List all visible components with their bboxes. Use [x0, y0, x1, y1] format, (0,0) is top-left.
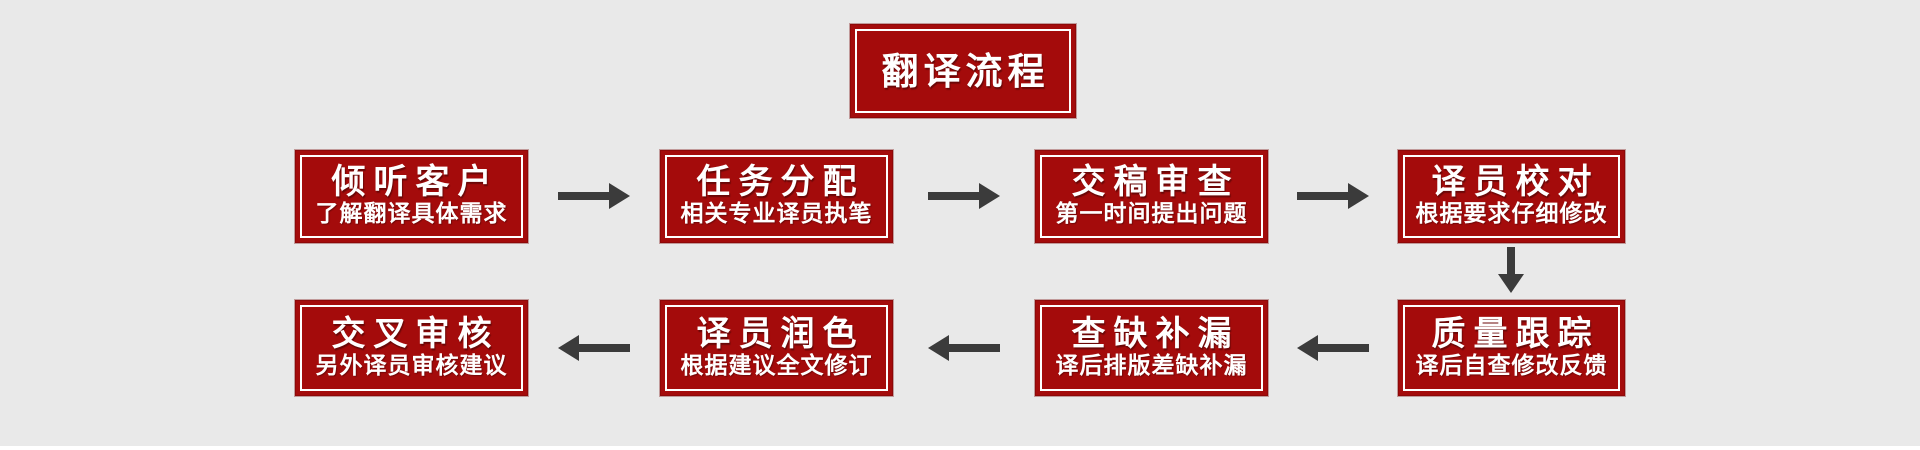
flow-step-subtitle: 根据要求仔细修改 — [1415, 201, 1608, 228]
flow-step-title: 质量跟踪 — [1431, 313, 1600, 354]
arrow-right-icon — [558, 183, 630, 209]
flow-step-task-assignment: 任务分配 相关专业译员执笔 — [660, 150, 893, 243]
arrow-shaft — [1507, 247, 1515, 274]
flow-step-quality-tracking: 质量跟踪 译后自查修改反馈 — [1398, 300, 1625, 396]
flow-step-inner: 查缺补漏 译后排版差缺补漏 — [1040, 305, 1263, 391]
arrow-shaft — [578, 344, 630, 352]
flow-step-title: 交叉审核 — [331, 313, 500, 354]
arrow-shaft — [928, 192, 980, 200]
flow-step-inner: 译员润色 根据建议全文修订 — [665, 305, 888, 391]
flow-step-listen-customer: 倾听客户 了解翻译具体需求 — [295, 150, 528, 243]
flow-step-subtitle: 第一时间提出问题 — [1055, 201, 1248, 228]
arrow-shaft — [948, 344, 1000, 352]
arrow-shaft — [558, 192, 610, 200]
flow-step-inner: 质量跟踪 译后自查修改反馈 — [1403, 305, 1620, 391]
flow-step-translator-polish: 译员润色 根据建议全文修订 — [660, 300, 893, 396]
arrow-head — [609, 183, 630, 209]
flowchart-title-box: 翻译流程 — [850, 24, 1076, 118]
flow-step-subtitle: 另外译员审核建议 — [315, 352, 508, 379]
flow-step-translator-proofread: 译员校对 根据要求仔细修改 — [1398, 150, 1625, 243]
flow-step-title: 查缺补漏 — [1071, 313, 1240, 354]
arrow-head — [1348, 183, 1369, 209]
arrow-head — [1297, 335, 1318, 361]
arrow-left-icon — [928, 335, 1000, 361]
flow-step-title: 译员润色 — [696, 313, 865, 354]
arrow-right-icon — [928, 183, 1000, 209]
flowchart-title: 翻译流程 — [881, 49, 1050, 93]
flow-step-inner: 倾听客户 了解翻译具体需求 — [300, 155, 523, 238]
arrow-right-icon — [1297, 183, 1369, 209]
flowchart-title-inner: 翻译流程 — [855, 29, 1071, 113]
flow-step-title: 译员校对 — [1431, 162, 1600, 203]
flow-step-subtitle: 译后排版差缺补漏 — [1055, 352, 1248, 379]
flow-step-draft-review: 交稿审查 第一时间提出问题 — [1035, 150, 1268, 243]
flow-step-inner: 交叉审核 另外译员审核建议 — [300, 305, 523, 391]
arrow-head — [558, 335, 579, 361]
flow-step-inner: 交稿审查 第一时间提出问题 — [1040, 155, 1263, 238]
arrow-head — [928, 335, 949, 361]
arrow-down-icon — [1498, 247, 1524, 293]
arrow-head — [979, 183, 1000, 209]
flow-step-title: 倾听客户 — [331, 162, 500, 203]
flow-step-inner: 任务分配 相关专业译员执笔 — [665, 155, 888, 238]
arrow-left-icon — [558, 335, 630, 361]
flow-step-subtitle: 根据建议全文修订 — [680, 352, 873, 379]
bottom-strip — [0, 446, 1920, 450]
arrow-shaft — [1317, 344, 1369, 352]
flow-step-inner: 译员校对 根据要求仔细修改 — [1403, 155, 1620, 238]
arrow-left-icon — [1297, 335, 1369, 361]
flow-step-title: 交稿审查 — [1071, 162, 1240, 203]
flow-step-subtitle: 译后自查修改反馈 — [1415, 352, 1608, 379]
arrow-head — [1498, 274, 1524, 293]
flow-step-subtitle: 相关专业译员执笔 — [680, 201, 873, 228]
arrow-shaft — [1297, 192, 1349, 200]
flow-step-subtitle: 了解翻译具体需求 — [315, 201, 508, 228]
flow-step-cross-review: 交叉审核 另外译员审核建议 — [295, 300, 528, 396]
flow-step-gap-check: 查缺补漏 译后排版差缺补漏 — [1035, 300, 1268, 396]
flow-step-title: 任务分配 — [696, 162, 865, 203]
